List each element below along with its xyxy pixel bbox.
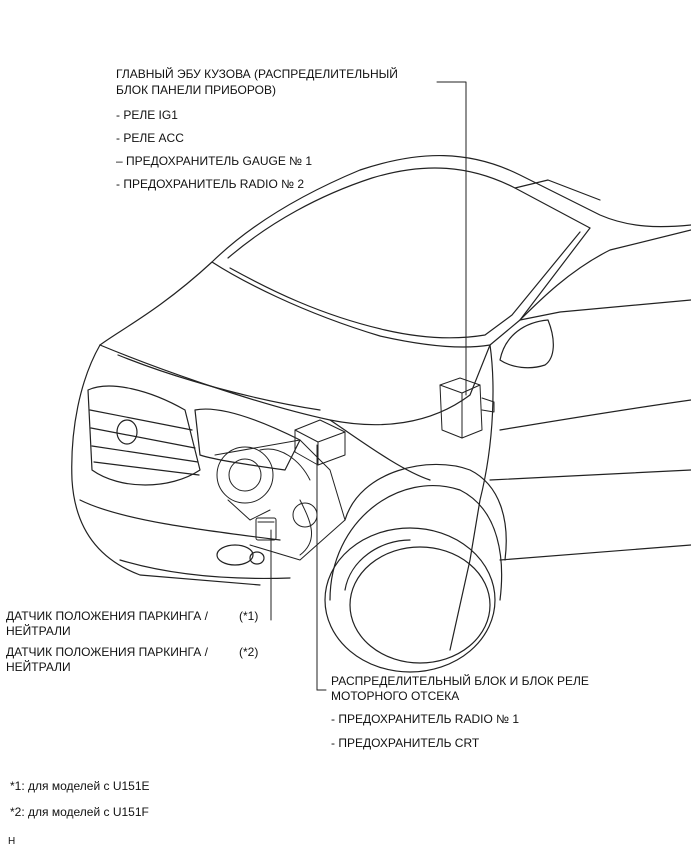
leader-top-label bbox=[436, 81, 467, 396]
windshield bbox=[211, 227, 591, 348]
sensor2-line2: НЕЙТРАЛИ bbox=[6, 660, 71, 674]
bumper-lower bbox=[119, 559, 291, 580]
headlamp bbox=[194, 408, 301, 471]
top-label-item: - РЕЛЕ ACC bbox=[116, 131, 184, 145]
front-outline bbox=[71, 344, 261, 586]
engine-detail bbox=[214, 439, 346, 561]
corner-mark: H bbox=[8, 836, 16, 847]
engine-relay-block bbox=[294, 419, 346, 466]
tire-inner bbox=[349, 546, 491, 664]
fog-lamp-inner bbox=[249, 551, 265, 565]
grille-bar-2 bbox=[90, 427, 196, 449]
door-lower bbox=[489, 469, 691, 481]
top-label-item: – ПРЕДОХРАНИТЕЛЬ GAUGE № 1 bbox=[116, 154, 313, 168]
park-neutral-sensor bbox=[255, 517, 277, 541]
a-pillar bbox=[519, 229, 691, 321]
grille-outer bbox=[87, 385, 201, 486]
door-top-line bbox=[519, 299, 691, 321]
sensor1-line1: ДАТЧИК ПОЛОЖЕНИЯ ПАРКИНГА / bbox=[6, 609, 208, 623]
tire-outer bbox=[324, 527, 496, 673]
sensor2-line1: ДАТЧИК ПОЛОЖЕНИЯ ПАРКИНГА / bbox=[6, 645, 208, 659]
engine-block-item: - ПРЕДОХРАНИТЕЛЬ RADIO № 1 bbox=[331, 712, 520, 726]
roof-outline bbox=[211, 155, 691, 263]
tire-sidewall bbox=[344, 539, 411, 591]
top-label-line2: БЛОК ПАНЕЛИ ПРИБОРОВ) bbox=[116, 83, 276, 97]
fender bbox=[344, 463, 507, 561]
engine-block-line1: РАСПРЕДЕЛИТЕЛЬНЫЙ БЛОК И БЛОК РЕЛЕ bbox=[331, 674, 589, 688]
emblem bbox=[116, 419, 138, 445]
top-label-item: - РЕЛЕ IG1 bbox=[116, 108, 178, 122]
sensor2-mark: (*2) bbox=[239, 645, 259, 659]
grille-bar-3 bbox=[91, 445, 199, 463]
hood-side bbox=[329, 419, 431, 481]
windshield-inner bbox=[229, 231, 581, 339]
sensor1-line2: НЕЙТРАЛИ bbox=[6, 624, 71, 638]
top-label-line1: ГЛАВНЫЙ ЭБУ КУЗОВА (РАСПРЕДЕЛИТЕЛЬНЫЙ bbox=[116, 67, 398, 81]
door-front-edge bbox=[449, 344, 494, 651]
roof-rail bbox=[227, 167, 591, 259]
rocker bbox=[499, 544, 691, 561]
top-label-item: - ПРЕДОХРАНИТЕЛЬ RADIO № 2 bbox=[116, 177, 305, 191]
engine-block-item: - ПРЕДОХРАНИТЕЛЬ CRT bbox=[331, 736, 480, 750]
hood-crease bbox=[117, 354, 321, 411]
grille-bar-1 bbox=[89, 409, 193, 431]
engine-block-line2: МОТОРНОГО ОТСЕКА bbox=[331, 689, 460, 703]
fender-arch bbox=[329, 485, 503, 601]
hood-surface bbox=[99, 344, 491, 426]
footnote: *1: для моделей с U151E bbox=[10, 779, 150, 793]
door-shape bbox=[499, 399, 691, 431]
fog-lamp bbox=[216, 544, 254, 566]
footnote: *2: для моделей с U151F bbox=[10, 805, 149, 819]
grille-bar-4 bbox=[93, 461, 200, 476]
body-ecu bbox=[439, 377, 495, 439]
side-mirror bbox=[499, 319, 554, 369]
sensor1-mark: (*1) bbox=[239, 609, 259, 623]
hood-leading-edge bbox=[99, 261, 213, 346]
bumper-upper bbox=[79, 499, 281, 541]
roof-rear bbox=[514, 179, 601, 201]
